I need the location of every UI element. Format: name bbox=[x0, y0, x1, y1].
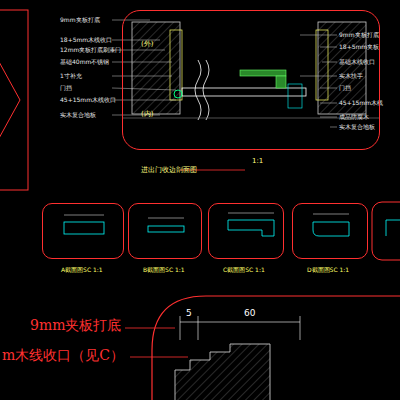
leader-line bbox=[125, 328, 175, 329]
door-handle bbox=[240, 70, 286, 76]
break-line bbox=[203, 60, 209, 120]
trim-profile bbox=[175, 344, 270, 400]
section-profiles bbox=[64, 220, 400, 236]
section-box: D截面图SC 1:1 bbox=[292, 203, 368, 259]
lock bbox=[288, 84, 302, 108]
frame-trim bbox=[170, 30, 182, 100]
hinge bbox=[174, 90, 182, 98]
detail-frame bbox=[152, 296, 400, 400]
break-line bbox=[195, 60, 201, 120]
section-box: C截面图SC 1:1 bbox=[208, 203, 284, 259]
frame-trim bbox=[316, 30, 328, 100]
floor-line bbox=[122, 118, 380, 119]
dimension-lines bbox=[64, 213, 349, 218]
side-panel bbox=[0, 10, 28, 190]
door-leaf bbox=[182, 88, 306, 96]
section-box: A截面图SC 1:1 bbox=[42, 203, 124, 259]
panel-diagonal bbox=[0, 60, 20, 140]
handle-rose bbox=[276, 76, 286, 88]
section-box: B截面图SC 1:1 bbox=[128, 203, 202, 259]
title-underline bbox=[180, 170, 245, 171]
detail-dimensions bbox=[180, 316, 300, 340]
detail-frame: (外)(内)进出门收边剖面图 bbox=[122, 10, 380, 150]
leader-line bbox=[130, 357, 188, 358]
section-box bbox=[372, 202, 400, 260]
